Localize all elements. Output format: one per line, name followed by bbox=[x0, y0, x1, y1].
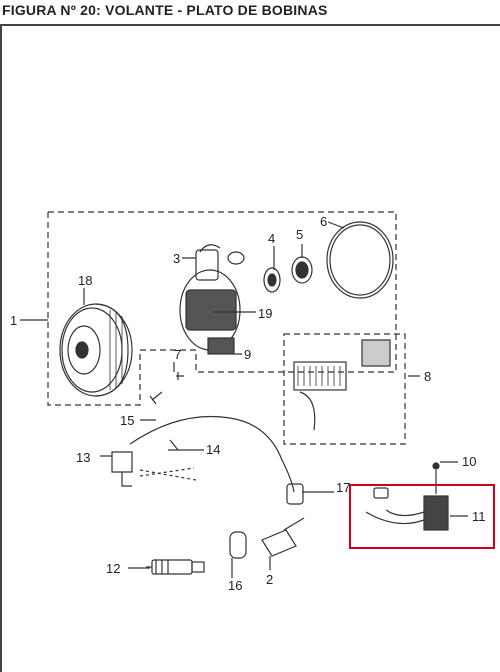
screw-part-15 bbox=[149, 391, 163, 405]
bearing-part-4 bbox=[263, 267, 281, 293]
seal-part-5 bbox=[291, 256, 313, 284]
page-title: FIGURA Nº 20: VOLANTE - PLATO DE BOBINAS bbox=[2, 2, 328, 18]
callout-16: 16 bbox=[228, 578, 242, 593]
callout-9: 9 bbox=[244, 347, 251, 362]
callout-4: 4 bbox=[268, 231, 275, 246]
callout-14: 14 bbox=[206, 442, 220, 457]
callout-7: 7 bbox=[174, 347, 181, 362]
ignition-lead-loop bbox=[129, 415, 295, 493]
callout-18: 18 bbox=[78, 273, 92, 288]
callout-12: 12 bbox=[106, 561, 120, 576]
spark-plug-part-12 bbox=[146, 559, 205, 575]
callout-13: 13 bbox=[76, 450, 90, 465]
frame-left-border bbox=[0, 26, 2, 672]
callout-8: 8 bbox=[424, 369, 431, 384]
regulator-part-8 bbox=[293, 339, 391, 431]
callout-3: 3 bbox=[173, 251, 180, 266]
callout-2: 2 bbox=[266, 572, 273, 587]
callout-6: 6 bbox=[320, 214, 327, 229]
callout-5: 5 bbox=[296, 227, 303, 242]
o-ring-part-6 bbox=[326, 221, 394, 299]
callout-17: 17 bbox=[336, 480, 350, 495]
callout-19: 19 bbox=[258, 306, 272, 321]
pickup-coil-part-13 bbox=[111, 451, 133, 487]
plug-cap-part-2 bbox=[261, 529, 297, 557]
callout-11: 11 bbox=[472, 509, 486, 524]
screw-part-14 bbox=[168, 439, 182, 451]
callout-1: 1 bbox=[10, 313, 17, 328]
assembly-8-dashed-box bbox=[283, 333, 406, 445]
title-divider bbox=[0, 24, 500, 26]
callout-15: 15 bbox=[120, 413, 134, 428]
stator-part-19 bbox=[179, 244, 245, 355]
screw-part-7 bbox=[176, 372, 184, 380]
ignition-coil-part-11 bbox=[365, 462, 449, 531]
plug-cap-part-17 bbox=[286, 483, 304, 505]
sleeve-part-16 bbox=[229, 531, 247, 559]
highlight-box bbox=[349, 484, 495, 549]
callout-10: 10 bbox=[462, 454, 476, 469]
flywheel-part-18 bbox=[59, 303, 133, 397]
